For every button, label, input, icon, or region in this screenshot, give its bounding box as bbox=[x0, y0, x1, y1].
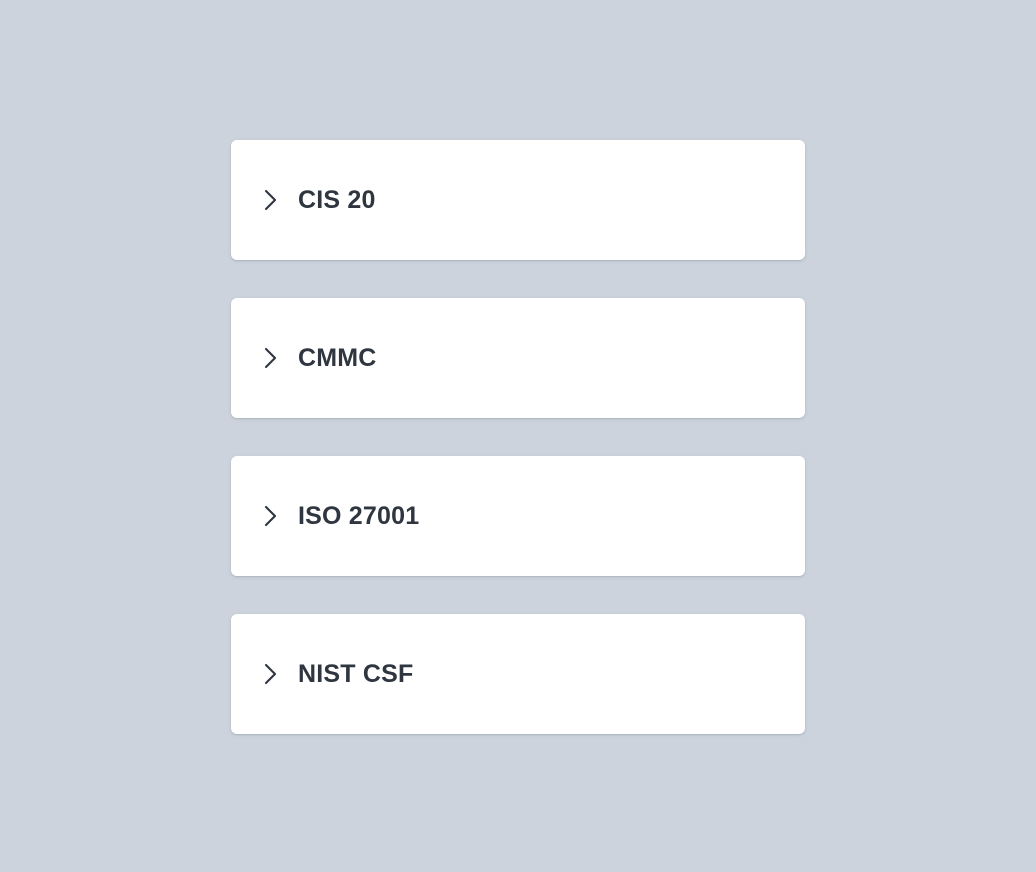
accordion-header[interactable]: CMMC bbox=[231, 298, 805, 418]
chevron-right-icon[interactable] bbox=[262, 662, 280, 686]
accordion-item-cis-20[interactable]: CIS 20 bbox=[231, 140, 805, 260]
accordion-header[interactable]: CIS 20 bbox=[231, 140, 805, 260]
accordion-item-label: ISO 27001 bbox=[298, 501, 420, 530]
framework-accordion-list: CIS 20 CMMC ISO 27001 bbox=[231, 140, 805, 734]
accordion-header[interactable]: ISO 27001 bbox=[231, 456, 805, 576]
accordion-item-label: CIS 20 bbox=[298, 185, 376, 214]
accordion-item-label: CMMC bbox=[298, 343, 377, 372]
accordion-item-label: NIST CSF bbox=[298, 659, 414, 688]
chevron-right-icon[interactable] bbox=[262, 346, 280, 370]
accordion-item-cmmc[interactable]: CMMC bbox=[231, 298, 805, 418]
chevron-right-icon[interactable] bbox=[262, 188, 280, 212]
chevron-right-icon[interactable] bbox=[262, 504, 280, 528]
accordion-header[interactable]: NIST CSF bbox=[231, 614, 805, 734]
accordion-item-nist-csf[interactable]: NIST CSF bbox=[231, 614, 805, 734]
accordion-item-iso-27001[interactable]: ISO 27001 bbox=[231, 456, 805, 576]
